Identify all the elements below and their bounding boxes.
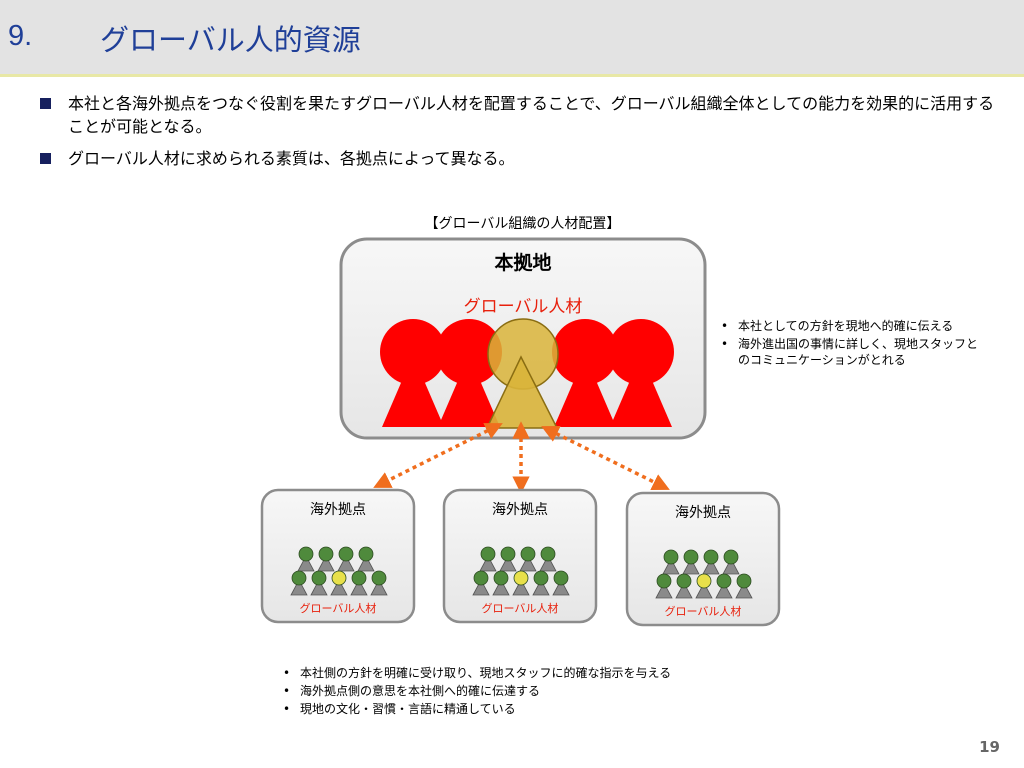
staff-person-icon [682, 549, 700, 575]
staff-person-icon [532, 570, 550, 596]
hq-note-text: 本社としての方針を現地へ的確に伝える [738, 319, 954, 333]
office-label: 海外拠点 [310, 502, 366, 518]
office-staff-group [290, 546, 388, 596]
bullet-list: 本社と各海外拠点をつなぐ役割を果たすグローバル人材を配置することで、グローバル組… [40, 92, 995, 179]
office-global-talent-label: グローバル人材 [481, 602, 559, 615]
title-bar [0, 0, 1024, 74]
slide-title: グローバル人的資源 [100, 23, 361, 57]
hq-note-text: 海外進出国の事情に詳しく、現地スタッフとのコミュニケーションがとれる [738, 337, 979, 367]
office-label: 海外拠点 [492, 502, 548, 518]
arrow-hq-office-left [373, 423, 503, 488]
section-number: 9. [8, 20, 33, 52]
office-staff-group [472, 546, 570, 596]
arrow-hq-office-right [541, 426, 670, 490]
office-note-item: •海外拠点側の意思を本社側へ的確に伝達する [283, 684, 541, 698]
hq-person-red-icon [552, 319, 618, 427]
hq-notes-list: •本社としての方針を現地へ的確に伝える •海外進出国の事情に詳しく、現地スタッフ… [718, 318, 986, 370]
title-underline [0, 74, 1024, 77]
hq-person-red-icon [608, 319, 674, 427]
staff-person-icon [337, 546, 355, 572]
staff-person-icon [492, 570, 510, 596]
diagram-title: 【グローバル組織の人材配置】 [424, 216, 621, 232]
office-note-text: 現地の文化・習慣・言語に精通している [300, 702, 516, 716]
staff-person-icon [479, 546, 497, 572]
office-global-talent-person-icon [512, 570, 530, 596]
office-global-talent-label: グローバル人材 [664, 605, 742, 618]
office-notes-list: •本社側の方針を明確に受け取り、現地スタッフに的確な指示を与える •海外拠点側の… [280, 665, 800, 719]
staff-person-icon [675, 573, 693, 599]
staff-person-icon [722, 549, 740, 575]
office-note-item: •本社側の方針を明確に受け取り、現地スタッフに的確な指示を与える [283, 666, 672, 680]
office-note-item: •現地の文化・習慣・言語に精通している [283, 702, 516, 716]
square-bullet-icon [40, 98, 51, 109]
office-global-talent-label: グローバル人材 [299, 602, 377, 615]
office-staff-group [655, 549, 753, 599]
staff-person-icon [472, 570, 490, 596]
staff-person-icon [297, 546, 315, 572]
office-global-talent-person-icon [695, 573, 713, 599]
hq-global-talent-person-icon [485, 318, 559, 429]
office-note-text: 海外拠点側の意思を本社側へ的確に伝達する [300, 684, 541, 698]
staff-person-icon [655, 573, 673, 599]
staff-person-icon [370, 570, 388, 596]
staff-person-icon [310, 570, 328, 596]
hq-note-item: •海外進出国の事情に詳しく、現地スタッフとのコミュニケーションがとれる [721, 337, 979, 367]
bullet-text: グローバル人材に求められる素質は、各拠点によって異なる。 [68, 149, 515, 168]
office-note-text: 本社側の方針を明確に受け取り、現地スタッフに的確な指示を与える [300, 666, 672, 680]
staff-person-icon [519, 546, 537, 572]
office-global-talent-person-icon [330, 570, 348, 596]
staff-person-icon [290, 570, 308, 596]
office-label: 海外拠点 [675, 505, 731, 521]
staff-person-icon [552, 570, 570, 596]
bullet-item: 本社と各海外拠点をつなぐ役割を果たすグローバル人材を配置することで、グローバル組… [40, 92, 995, 138]
staff-person-icon [317, 546, 335, 572]
hq-note-item: •本社としての方針を現地へ的確に伝える [721, 319, 954, 333]
staff-person-icon [702, 549, 720, 575]
hq-global-talent-label: グローバル人材 [463, 297, 583, 317]
staff-person-icon [350, 570, 368, 596]
square-bullet-icon [40, 153, 51, 164]
staff-person-icon [715, 573, 733, 599]
staff-person-icon [357, 546, 375, 572]
staff-person-icon [662, 549, 680, 575]
staff-person-icon [499, 546, 517, 572]
staff-person-icon [539, 546, 557, 572]
hq-person-red-icon [436, 319, 502, 427]
bullet-item: グローバル人材に求められる素質は、各拠点によって異なる。 [40, 147, 995, 170]
hq-person-red-icon [380, 319, 446, 427]
staff-person-icon [735, 573, 753, 599]
bullet-text: 本社と各海外拠点をつなぐ役割を果たすグローバル人材を配置することで、グローバル組… [68, 94, 995, 136]
hq-label: 本拠地 [494, 252, 552, 274]
page-number: 19 [979, 738, 1000, 756]
